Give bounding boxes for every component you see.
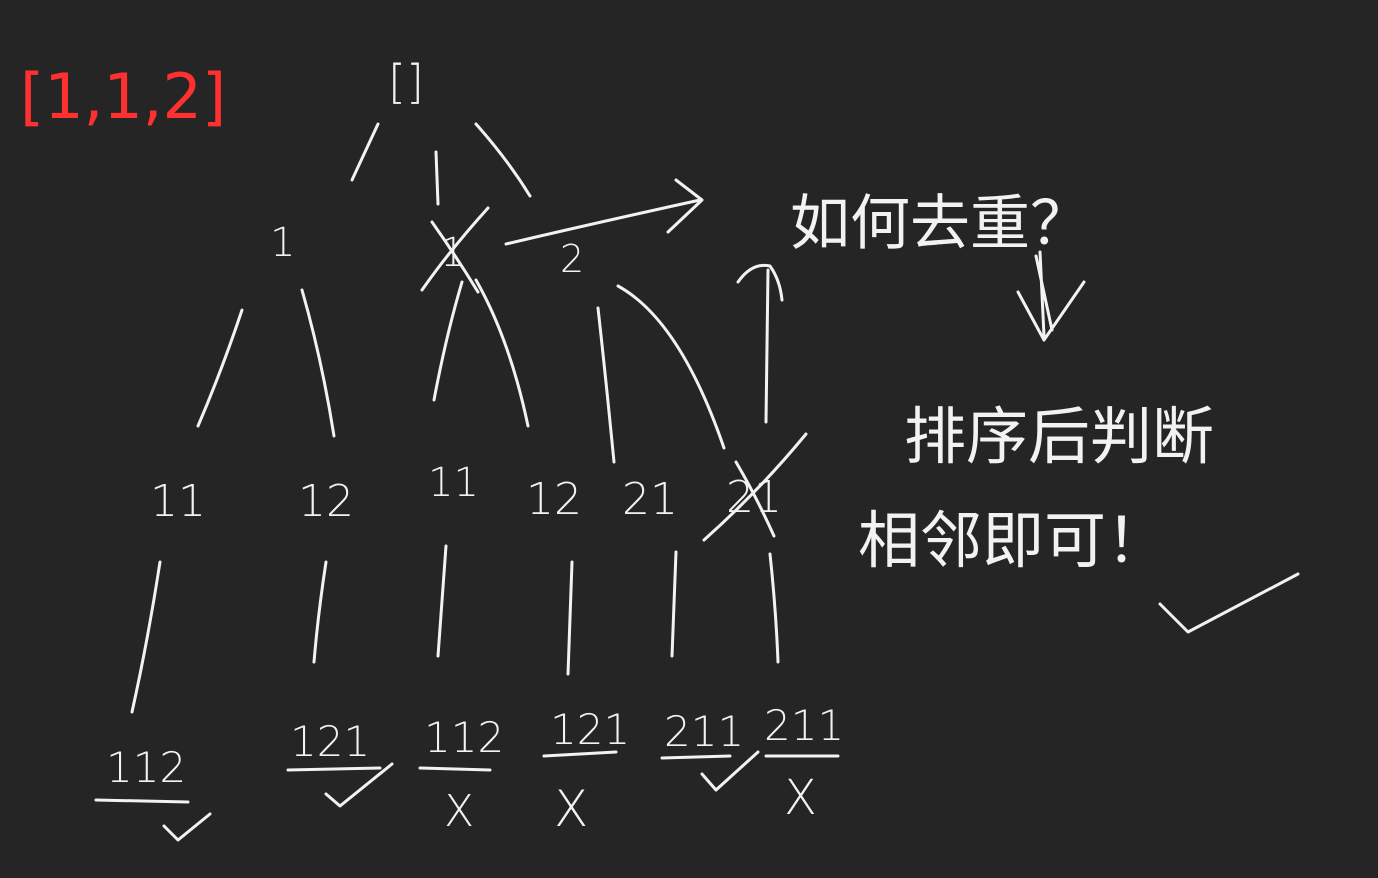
edge-1b-to-12 <box>474 278 530 428</box>
level2-node-12a: 12 <box>298 476 354 527</box>
root-node: [] <box>388 55 424 109</box>
cross-mark-level2 <box>702 432 808 542</box>
leaf-underline-5 <box>660 754 732 760</box>
input-array-label: [1,1,2] <box>20 60 226 133</box>
check-mark-leaf1 <box>162 812 212 842</box>
edge-11a-to-leaf <box>130 560 162 714</box>
arrow-to-question <box>504 178 704 246</box>
level2-node-12b: 12 <box>526 474 582 525</box>
edge-21a-to-leaf <box>670 550 678 658</box>
leaf-211b: 211 <box>764 701 844 750</box>
leaf-underline-1 <box>94 798 190 804</box>
check-mark-leaf5 <box>700 750 760 792</box>
leaf-112b: 112 <box>424 713 504 762</box>
cross-mark-leaf4: X <box>554 780 588 838</box>
answer-line-1: 排序后判断 <box>904 400 1214 473</box>
edge-root-to-2 <box>474 122 532 198</box>
question-text: 如何去重？ <box>790 189 1090 259</box>
level1-node-2: 2 <box>560 237 584 281</box>
leaf-121a: 121 <box>290 717 370 766</box>
edge-12a-to-leaf <box>312 560 328 664</box>
edge-2-to-21b <box>616 284 726 450</box>
leaf-underline-3 <box>418 766 492 772</box>
edge-1b-to-11 <box>432 280 464 402</box>
edge-2-to-21a <box>596 306 616 464</box>
edge-11b-to-leaf <box>436 544 448 658</box>
answer-line-2: 相邻即可！ <box>858 504 1168 577</box>
down-arrow <box>1016 250 1086 342</box>
check-mark-leaf2 <box>324 762 394 808</box>
edge-1a-to-12 <box>300 288 336 438</box>
edge-21b-to-leaf <box>768 552 780 664</box>
answer-check-mark <box>1158 572 1300 634</box>
leaf-112a: 112 <box>106 743 186 792</box>
leaf-underline-4 <box>542 750 618 758</box>
edge-12b-to-leaf <box>566 560 574 676</box>
edge-1a-to-11 <box>196 308 244 428</box>
level2-node-11b: 11 <box>428 460 479 506</box>
leaf-121b: 121 <box>550 705 630 754</box>
level2-node-11a: 11 <box>150 476 206 527</box>
edge-root-to-1b <box>434 150 440 206</box>
level2-node-21a: 21 <box>622 474 678 525</box>
level1-node-1a: 1 <box>270 220 295 266</box>
edge-root-to-1a <box>350 122 380 182</box>
cross-mark-leaf6: X <box>784 770 817 826</box>
arrow-up-from-21 <box>736 263 784 424</box>
leaf-underline-2 <box>286 766 382 772</box>
cross-mark-leaf3: X <box>444 786 474 837</box>
leaf-211a: 211 <box>664 707 744 756</box>
cross-mark-level1 <box>420 206 490 294</box>
